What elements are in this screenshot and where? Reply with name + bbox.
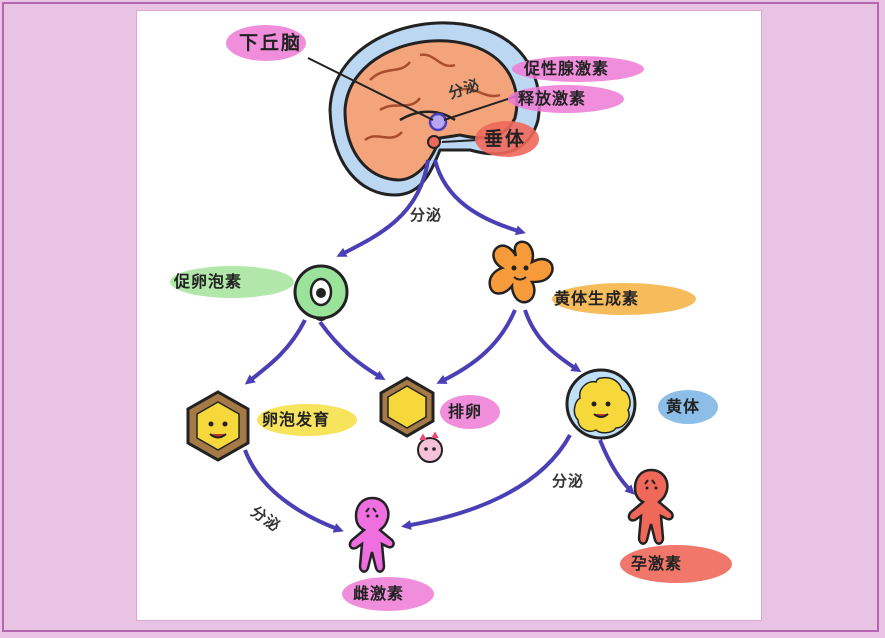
outer-frame: [2, 2, 879, 632]
fsh-label: 促卵泡素: [174, 272, 243, 291]
arrow-corpus-to-progesterone: [598, 439, 635, 495]
arrow-follicle-to-estrogen: [243, 449, 344, 533]
ovulation-highlight: [440, 395, 500, 429]
corpus-luteum-label: 黄体: [666, 397, 701, 416]
estrogen-figure: [348, 496, 395, 573]
pituitary-label: 垂体: [484, 128, 527, 150]
ovulation-hexagon: [379, 376, 443, 463]
arrow-lh-to-ovulation: [436, 309, 517, 384]
hypothalamus-marker: [428, 112, 448, 132]
corpus-luteum-highlight: [658, 390, 718, 424]
arrow-fsh-to-follicle: [244, 319, 307, 385]
pituitary-pointer: [441, 139, 479, 143]
hypothalamus-highlight: [226, 25, 306, 61]
arrow-pituitary-to-fsh: [336, 159, 430, 257]
grh-highlight-1: [512, 56, 644, 82]
arrow-pituitary-to-lh: [433, 159, 526, 236]
fsh-highlight: [170, 266, 294, 298]
progesterone-highlight: [620, 545, 732, 583]
arrow-corpus-to-estrogen: [401, 434, 572, 530]
arrow-lh-to-corpus-luteum: [523, 309, 582, 373]
pituitary-marker: [427, 135, 441, 149]
lh-highlight: [552, 283, 696, 315]
follicle-highlight: [257, 404, 357, 436]
follicle-hexagon: [186, 390, 250, 462]
fsh-cell: [293, 264, 349, 321]
estrogen-highlight: [342, 577, 434, 611]
follicle-development-label: 卵泡发育: [262, 410, 331, 429]
grh-label-line2: 释放激素: [518, 89, 587, 108]
hypothalamus-label: 下丘脑: [239, 32, 303, 54]
ovulation-label: 排卵: [448, 402, 483, 421]
lh-label: 黄体生成素: [554, 289, 640, 308]
egg-cell: [417, 437, 443, 463]
pituitary-highlight: [475, 121, 539, 157]
corpus-luteum-cell: [565, 368, 637, 440]
grh-label-line1: 促性腺激素: [524, 59, 610, 78]
progesterone-figure: [627, 468, 674, 545]
estrogen-label: 雌激素: [353, 584, 405, 603]
arrow-fsh-to-ovulation: [318, 320, 386, 381]
hypothalamus-pointer: [307, 57, 434, 121]
lh-star: [488, 240, 554, 304]
progesterone-label: 孕激素: [631, 554, 683, 573]
grh-highlight-2: [508, 85, 624, 113]
secrete-label-pituitary: 分泌: [410, 206, 443, 224]
grh-pointer: [443, 94, 521, 121]
brain-illustration: [328, 21, 541, 197]
secrete-label-corpus: 分泌: [552, 472, 585, 490]
